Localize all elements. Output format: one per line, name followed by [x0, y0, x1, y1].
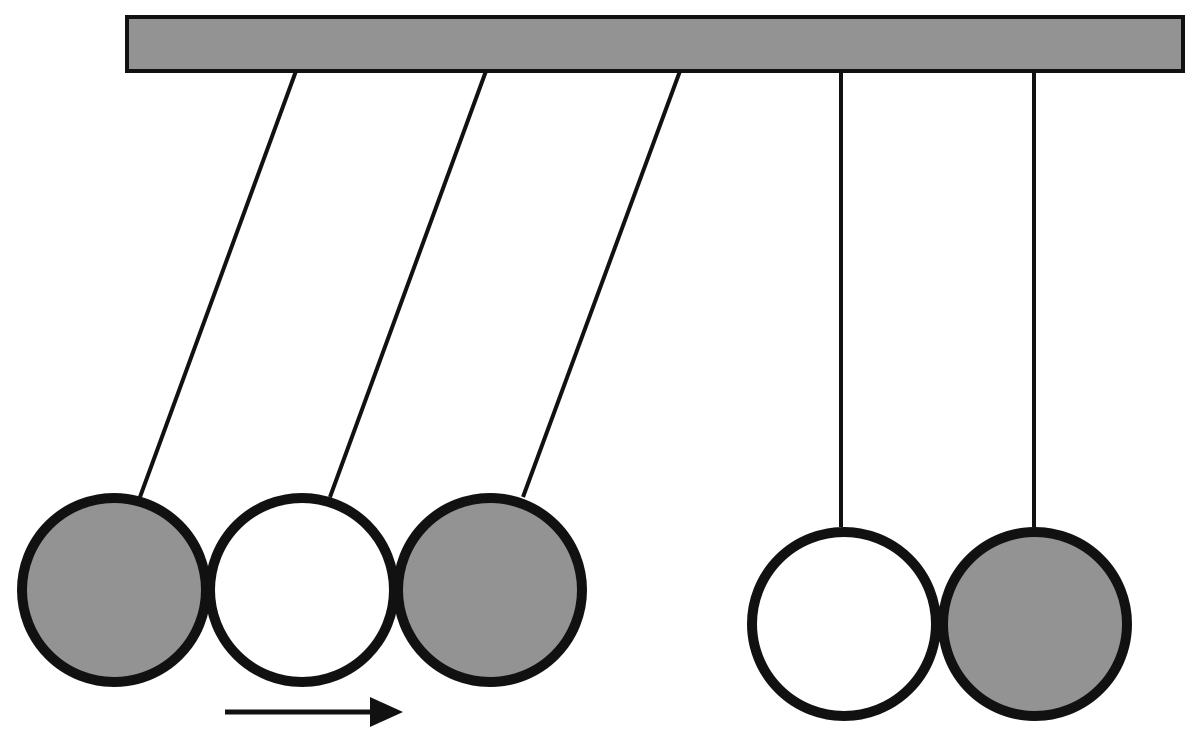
- ball-1: [17, 493, 211, 687]
- strings: [138, 70, 1036, 527]
- ball-4: [747, 527, 941, 721]
- string-2: [328, 70, 488, 498]
- string-1: [138, 70, 298, 498]
- ball-5: [938, 527, 1132, 721]
- motion-arrow-right-icon: [225, 697, 403, 727]
- string-3: [521, 70, 682, 498]
- support-bar: [125, 15, 1185, 73]
- ball-3: [393, 493, 587, 687]
- arrow-head: [370, 697, 403, 727]
- balls: [17, 493, 1132, 721]
- ball-2: [205, 493, 399, 687]
